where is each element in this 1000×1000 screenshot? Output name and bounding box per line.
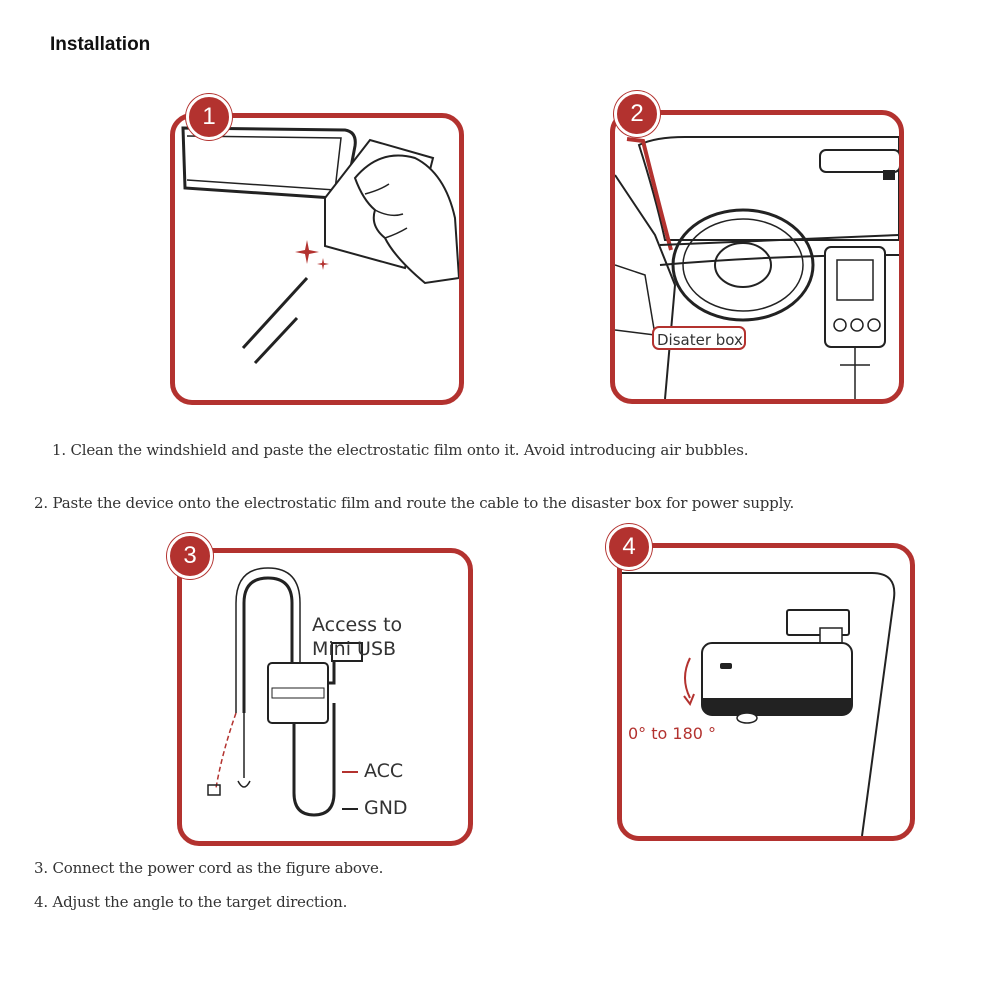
acc-label: ACC	[364, 760, 404, 782]
windshield-cleaning-drawing	[181, 126, 459, 365]
step-1-illustration	[170, 113, 464, 405]
car-dashboard-drawing	[615, 136, 899, 399]
page-title: Installation	[50, 34, 151, 55]
access-to-label: Access to	[312, 614, 403, 636]
step-4-illustration: 0° to 180 °	[617, 543, 915, 841]
step-2-illustration: Disater box	[610, 110, 904, 404]
caption-step-2: 2. Paste the device onto the electrostat…	[34, 494, 795, 512]
step-3-illustration: Access to Mini USB ACC GND	[177, 548, 473, 846]
dashcam-angle-drawing	[622, 572, 896, 836]
caption-step-3: 3. Connect the power cord as the figure …	[34, 859, 384, 877]
disaster-box-label: Disater box	[657, 331, 743, 349]
mini-usb-label: Mini USB	[312, 638, 397, 660]
step-3-badge: 3	[167, 533, 213, 579]
angle-label: 0° to 180 °	[628, 724, 717, 743]
step-2-badge: 2	[614, 91, 660, 137]
step-1-badge: 1	[186, 94, 232, 140]
caption-step-1: 1. Clean the windshield and paste the el…	[52, 441, 749, 459]
caption-step-4: 4. Adjust the angle to the target direct…	[34, 893, 348, 911]
power-cord-drawing	[207, 567, 363, 817]
step-4-badge: 4	[606, 524, 652, 570]
gnd-label: GND	[364, 797, 408, 819]
